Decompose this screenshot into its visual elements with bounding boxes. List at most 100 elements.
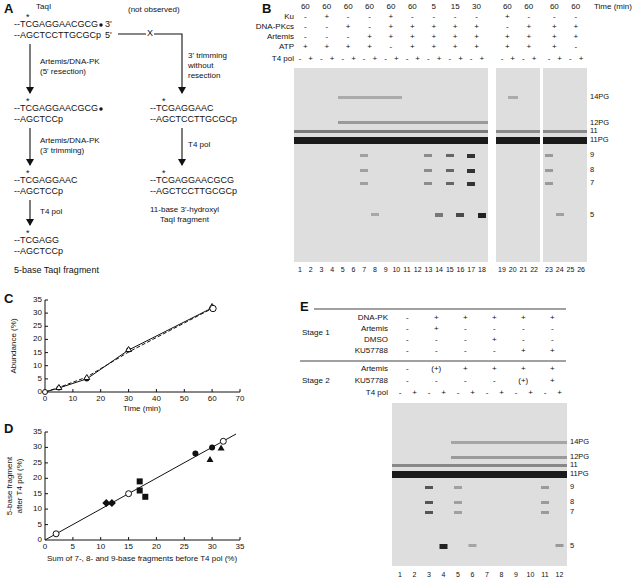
condition-sign: +: [526, 23, 531, 32]
panel-letter: A: [4, 2, 13, 16]
tick-label: 30: [33, 443, 42, 452]
tick-label: 0: [38, 536, 42, 545]
condition-sign: -: [399, 389, 402, 398]
axis-title: Abundance (%): [10, 318, 19, 373]
lane-number: 8: [373, 266, 377, 274]
size-marker: 12PG: [590, 119, 609, 127]
size-marker: 11PG: [590, 136, 609, 144]
row-label: Artemis: [267, 33, 294, 42]
tick-label: 20: [96, 395, 105, 404]
strand-end: 3': [105, 20, 112, 30]
condition-sign: -: [435, 336, 438, 345]
product-label: TaqI fragment: [160, 216, 209, 225]
condition-sign: +: [367, 33, 372, 42]
cross-mark: X: [146, 29, 154, 39]
sequence-text: --TCGAGGAACGCG: [14, 20, 98, 30]
lane-number: 8: [500, 571, 504, 579]
condition-sign: -: [454, 13, 457, 22]
condition-sign: +: [492, 365, 497, 374]
tick-label: 40: [152, 395, 161, 404]
condition-sign: -: [569, 55, 572, 64]
condition-sign: -: [522, 55, 525, 64]
row-label: DMSO: [364, 336, 388, 345]
tick-label: 35: [33, 428, 42, 437]
size-marker: 5: [570, 542, 574, 550]
condition-sign: -: [299, 55, 302, 64]
condition-sign: -: [548, 55, 551, 64]
condition-sign: +: [453, 33, 458, 42]
lane-number: 26: [577, 266, 585, 274]
condition-sign: +: [373, 55, 378, 64]
strand-end: 5': [105, 31, 112, 41]
step-label: T4 pol: [188, 141, 210, 150]
lane-number: 15: [446, 266, 454, 274]
lane-number: 4: [442, 571, 446, 579]
condition-sign: +: [480, 55, 485, 64]
tick-label: 10: [33, 361, 42, 370]
tick-label: 5: [38, 520, 42, 529]
condition-sign: -: [390, 43, 393, 52]
condition-sign: +: [579, 55, 584, 64]
condition-sign: +: [510, 55, 515, 64]
lane-number: 16: [457, 266, 465, 274]
stage-label: Stage 2: [302, 377, 330, 386]
condition-sign: -: [406, 336, 409, 345]
plot-d: [45, 432, 240, 540]
lane-number: 1: [298, 266, 302, 274]
tick-label: 70: [236, 395, 245, 404]
condition-sign: -: [464, 336, 467, 345]
lane-number: 3: [319, 266, 323, 274]
size-marker: 11: [590, 127, 598, 135]
condition-sign: +: [550, 347, 555, 356]
condition-sign: -: [368, 13, 371, 22]
condition-sign: +: [550, 365, 555, 374]
stage-label: Stage 1: [302, 329, 330, 338]
time-value: 60: [524, 3, 533, 12]
condition-sign: +: [521, 365, 526, 374]
sequence-text: --TCGAGGAAC: [150, 104, 214, 114]
lane-number: 1: [398, 571, 402, 579]
condition-sign: +: [552, 43, 557, 52]
stage-rules: [300, 309, 566, 361]
tick-label: 30: [208, 543, 217, 552]
lane-number: 5: [456, 571, 460, 579]
axis-title: 5-base fragment: [6, 457, 15, 515]
condition-sign: -: [347, 33, 350, 42]
lane-number: 12: [414, 266, 422, 274]
time-value: 15: [451, 3, 460, 12]
condition-sign: +: [474, 33, 479, 42]
condition-sign: +: [308, 55, 313, 64]
condition-sign: +: [573, 33, 578, 42]
axis-title: Time (min): [123, 405, 161, 414]
size-marker: 7: [590, 179, 594, 187]
condition-sign: -: [553, 13, 556, 22]
lane-number: 6: [471, 571, 475, 579]
tick-label: 15: [33, 348, 42, 357]
gel-b: [294, 68, 587, 262]
condition-sign: +: [492, 314, 497, 323]
time-value: 60: [550, 3, 559, 12]
condition-sign: -: [427, 55, 430, 64]
condition-sign: +: [550, 377, 555, 386]
condition-sign: +: [474, 23, 479, 32]
tick-label: 30: [124, 395, 133, 404]
row-label: Artemis: [361, 365, 388, 374]
sequence-text: --TCGAGGAACGCG: [14, 104, 98, 114]
lane-number: 11: [403, 266, 410, 274]
condition-sign: +: [431, 43, 436, 52]
lane-number: 2: [413, 571, 417, 579]
lane-number: 2: [309, 266, 313, 274]
condition-sign: +: [521, 314, 526, 323]
lane-number: 7: [485, 571, 489, 579]
step-label: resection: [188, 72, 220, 81]
lane-number: 9: [384, 266, 388, 274]
condition-sign: -: [493, 377, 496, 386]
condition-sign: +: [303, 43, 308, 52]
size-marker: 9: [590, 151, 594, 159]
tick-label: 35: [236, 543, 245, 552]
time-value: 60: [386, 3, 395, 12]
condition-sign: +: [521, 347, 526, 356]
condition-sign: +: [573, 23, 578, 32]
lane-number: 13: [424, 266, 432, 274]
